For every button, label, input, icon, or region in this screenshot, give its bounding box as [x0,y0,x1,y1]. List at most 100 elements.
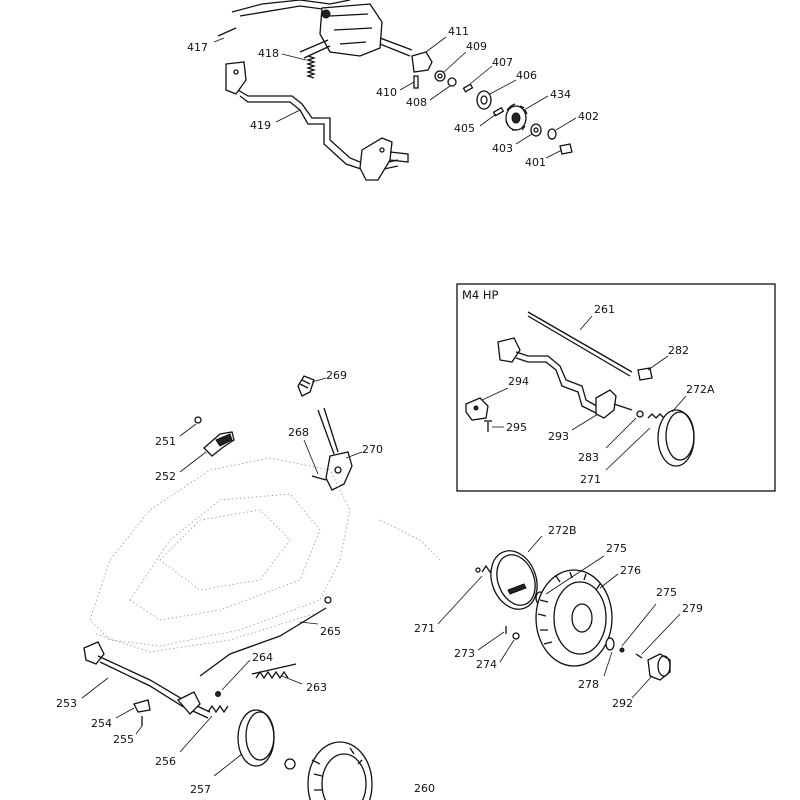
svg-text:292: 292 [612,697,633,710]
callout-417: 417 [187,37,225,54]
callout-261: 261 [579,303,615,331]
svg-text:251: 251 [155,435,176,448]
part-408-washer [447,77,457,87]
callout-405: 405 [454,113,497,135]
svg-text:268: 268 [288,426,309,439]
svg-text:405: 405 [454,122,475,135]
part-411-bracket [411,51,433,73]
svg-text:418: 418 [258,47,279,60]
callout-278: 278 [578,651,613,691]
part-401-cap [559,143,573,155]
callout-271-b: 271 [414,575,483,635]
svg-text:434: 434 [550,88,571,101]
callout-254: 254 [91,707,135,730]
part-293-axle [497,337,633,419]
callout-408: 408 [406,85,451,109]
callout-411: 411 [425,25,469,53]
callout-268: 268 [288,426,319,475]
part-254-bracket [133,699,151,713]
callout-275-b: 275 [621,586,677,647]
svg-text:293: 293 [548,430,569,443]
part-409-nut [434,70,446,82]
svg-text:282: 282 [668,344,689,357]
callout-272a: 272A [671,383,715,413]
svg-text:275: 275 [656,586,677,599]
svg-text:419: 419 [250,119,271,132]
svg-text:270: 270 [362,443,383,456]
part-263-spring [251,663,297,680]
part-265-cable [199,596,332,677]
svg-text:403: 403 [492,142,513,155]
callout-276: 276 [599,564,641,589]
part-252-bracket [203,431,235,457]
part-434-gear [505,103,528,131]
callout-279: 279 [641,602,703,655]
part-279-pin [635,653,643,659]
callout-401: 401 [525,149,563,169]
svg-text:410: 410 [376,86,397,99]
callout-260: 260 [414,782,435,795]
callout-419: 419 [250,109,301,132]
callout-272b: 272B [527,524,577,553]
svg-text:272A: 272A [686,383,715,396]
svg-text:260: 260 [414,782,435,795]
transmission-assembly [231,0,413,59]
svg-text:271: 271 [580,473,601,486]
svg-text:274: 274 [476,658,497,671]
svg-text:273: 273 [454,647,475,660]
callout-257: 257 [190,753,243,796]
callout-293: 293 [548,413,599,443]
svg-text:278: 278 [578,678,599,691]
callout-252: 252 [155,451,207,483]
callout-256: 256 [155,715,213,768]
callout-294: 294 [481,375,529,401]
callout-295: 295 [492,421,527,434]
svg-text:411: 411 [448,25,469,38]
part-276-wheel [535,569,613,667]
part-260-wheel [284,741,373,800]
callout-251: 251 [155,423,197,448]
part-270-lever [317,407,353,491]
svg-text:402: 402 [578,110,599,123]
callout-434: 434 [523,88,571,111]
part-403-washer [530,123,542,137]
svg-text:275: 275 [606,542,627,555]
svg-text:256: 256 [155,755,176,768]
part-405-key [492,106,505,117]
part-410-pin [413,75,419,89]
callout-253: 253 [56,677,109,710]
callout-271-inset: 271 [580,427,651,486]
callout-273: 273 [454,631,505,660]
part-274-nut [512,632,520,640]
part-292-cap [647,653,671,681]
svg-text:279: 279 [682,602,703,615]
part-402-washer [547,128,557,140]
part-417-pin [217,27,237,37]
inset-title: M4 HP [462,288,499,302]
part-253-axle [83,641,211,719]
svg-text:409: 409 [466,40,487,53]
inset-box: M4 HP [456,283,776,492]
svg-text:269: 269 [326,369,347,382]
svg-text:261: 261 [594,303,615,316]
part-407-key [462,83,474,93]
part-278-washer [605,637,625,653]
part-269-grip [297,375,315,397]
svg-text:407: 407 [492,56,513,69]
callout-275-a: 275 [545,542,627,595]
svg-text:406: 406 [516,69,537,82]
part-264-washer [215,691,221,697]
callout-409: 409 [443,40,487,73]
callout-255: 255 [113,725,143,746]
callout-265: 265 [299,621,341,638]
callout-270: 270 [345,443,383,459]
part-251-screw [194,416,202,424]
svg-text:401: 401 [525,156,546,169]
svg-text:265: 265 [320,625,341,638]
svg-text:283: 283 [578,451,599,464]
callout-410: 410 [376,81,415,99]
svg-text:408: 408 [406,96,427,109]
svg-text:254: 254 [91,717,112,730]
svg-text:276: 276 [620,564,641,577]
